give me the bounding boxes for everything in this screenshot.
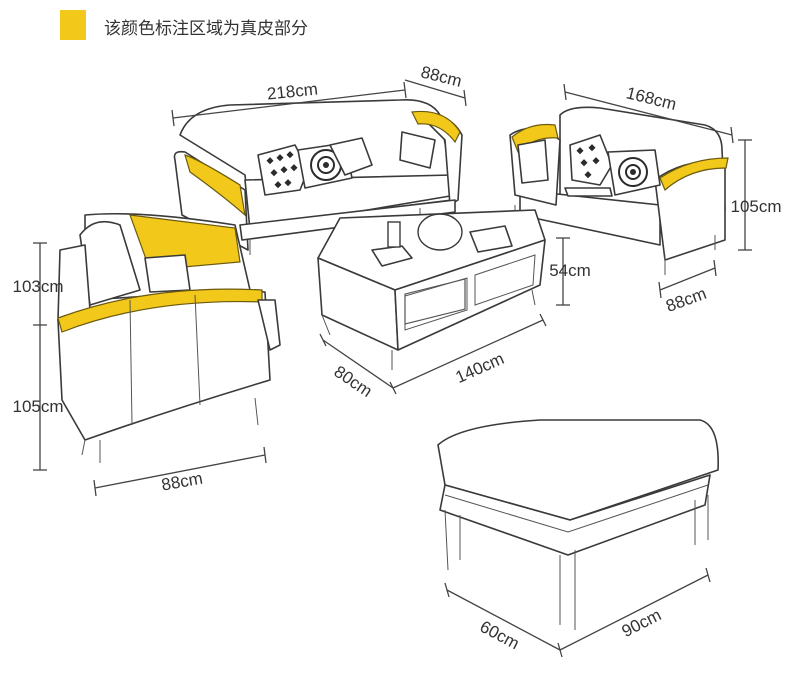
- label-ottoman-width: 90cm: [619, 605, 665, 641]
- legend-text: 该颜色标注区域为真皮部分: [104, 19, 308, 38]
- armchair: [57, 212, 281, 463]
- three-seat-sofa: [173, 98, 463, 255]
- dimension-lines: [33, 79, 752, 658]
- sofa2-right-arm-leather: [659, 157, 729, 192]
- legend-swatch: [60, 10, 86, 40]
- sofa3-right-arm-leather: [411, 110, 461, 144]
- label-chair-width: 88cm: [160, 469, 204, 495]
- coffee-table: [317, 209, 546, 370]
- label-table-width: 140cm: [453, 349, 507, 387]
- sofa3-left-arm-leather: [184, 154, 246, 217]
- ottoman: [437, 419, 719, 630]
- label-sofa3-width: 218cm: [266, 79, 319, 103]
- two-seat-sofa: [509, 106, 729, 275]
- label-sofa2-height: 105cm: [730, 197, 781, 216]
- label-ottoman-depth: 60cm: [477, 617, 523, 653]
- armchair-back-leather: [129, 214, 241, 271]
- label-sofa2-depth: 88cm: [663, 284, 709, 316]
- label-chair-back-height: 103cm: [12, 277, 63, 296]
- label-table-depth: 80cm: [331, 362, 376, 401]
- label-chair-height: 105cm: [12, 397, 63, 416]
- label-table-height: 54cm: [549, 261, 591, 280]
